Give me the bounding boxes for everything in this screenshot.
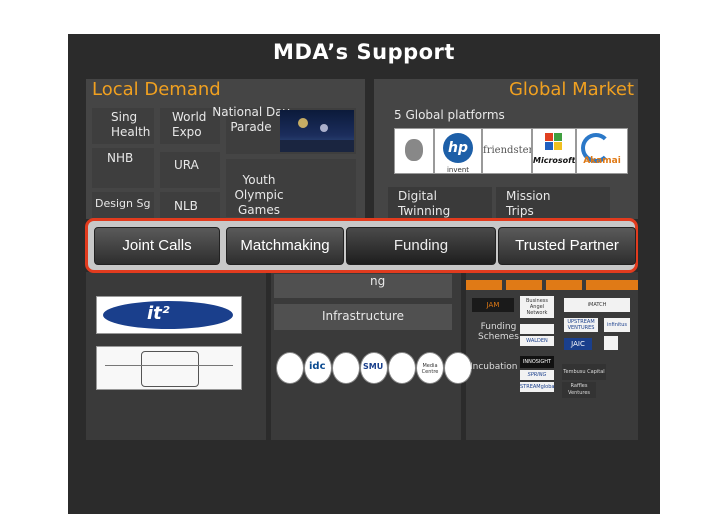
slide: MDA’s Support Local Demand Sing Health W…: [68, 34, 660, 514]
global-market-heading: Global Market: [504, 79, 634, 100]
spring-logo: SPRING: [520, 370, 554, 380]
streamglobal-logo: STREAMglobal: [520, 382, 554, 392]
orange-tab-1: [466, 280, 502, 290]
world-expo-label: World Expo: [172, 110, 206, 139]
digital-twinning-label: Digital Twinning: [398, 189, 450, 219]
sponsor-logo-1: [276, 352, 304, 384]
sing-health-label: Sing Health: [111, 110, 150, 139]
nhb-box: NHB: [92, 148, 154, 188]
ura-label: URA: [174, 158, 199, 172]
incubation-label: Incubation: [470, 362, 517, 372]
it2-logo: it²: [96, 296, 242, 334]
friendster-logo: friendster: [482, 128, 532, 174]
support-bar: Joint Calls Matchmaking Funding Trusted …: [85, 218, 638, 273]
media-centre-logo: Media Centre: [416, 352, 444, 384]
upstream-logo: UPSTREAM VENTURES: [564, 318, 598, 332]
tembusu-logo: Tembusu Capital: [562, 364, 606, 380]
nus-logo: [96, 346, 242, 390]
it2-label: it²: [147, 303, 170, 324]
raffles-logo: Raffles Ventures: [562, 382, 596, 398]
nhb-label: NHB: [107, 151, 133, 165]
design-sg-label: Design Sg: [95, 197, 150, 210]
akamai-logo: Akamai: [576, 128, 628, 174]
idc-logo: idc: [304, 352, 332, 384]
matchmaking-button[interactable]: Matchmaking: [226, 227, 344, 265]
ng-box: ng: [274, 274, 452, 298]
sponsor-logo-5: [388, 352, 416, 384]
funding-schemes-label: Funding Schemes: [478, 322, 519, 342]
trusted-partner-button[interactable]: Trusted Partner: [498, 227, 636, 265]
infrastructure-label: Infrastructure: [274, 309, 452, 324]
bio-logo: [520, 324, 554, 334]
orange-tab-2: [506, 280, 542, 290]
business-angel-logo: Business Angel Network: [520, 296, 554, 318]
sponsor-logo-7: [444, 352, 472, 384]
innosight-logo: INNOSIGHT: [520, 356, 554, 368]
mission-trips-label: Mission Trips: [506, 189, 550, 219]
global-platforms-box: 5 Global platforms hp invent friendster …: [388, 104, 630, 184]
orange-tab-5: [612, 280, 638, 290]
mission-trips-box: Mission Trips: [496, 187, 610, 219]
jaic-logo: JAIC: [564, 338, 592, 350]
imatch-logo: iMATCH: [564, 298, 630, 312]
nlb-label: NLB: [174, 199, 198, 213]
slide-title: MDA’s Support: [68, 40, 660, 64]
fireworks-photo: [280, 110, 354, 152]
walden-logo: WALDEN: [520, 336, 554, 346]
youth-olympic-label: Youth Olympic Games: [232, 173, 286, 218]
global-platforms-label: 5 Global platforms: [394, 108, 505, 123]
hp-logo: hp invent: [434, 128, 482, 174]
ng-label: ng: [370, 274, 385, 289]
jam-logo: JAM: [472, 298, 514, 312]
apple-logo: [394, 128, 434, 174]
smu-logo: SMU: [360, 352, 388, 384]
national-day-box: National Day Parade: [226, 108, 356, 154]
ura-box: URA: [160, 152, 220, 188]
infrastructure-box: Infrastructure: [274, 304, 452, 330]
infinitus-logo: infinitus: [604, 318, 630, 332]
digital-twinning-box: Digital Twinning: [388, 187, 492, 219]
youth-olympic-box: Youth Olympic Games: [226, 159, 356, 217]
sing-health-box: Sing Health: [92, 108, 154, 144]
orange-tab-3: [546, 280, 582, 290]
edb-logo: [604, 336, 618, 350]
nlb-box: NLB: [160, 192, 220, 218]
design-sg-box: Design Sg: [92, 192, 154, 218]
joint-calls-button[interactable]: Joint Calls: [94, 227, 220, 265]
local-demand-heading: Local Demand: [92, 79, 221, 100]
funding-button[interactable]: Funding: [346, 227, 496, 265]
microsoft-logo: Microsoft: [532, 128, 576, 174]
sponsor-logo-3: [332, 352, 360, 384]
